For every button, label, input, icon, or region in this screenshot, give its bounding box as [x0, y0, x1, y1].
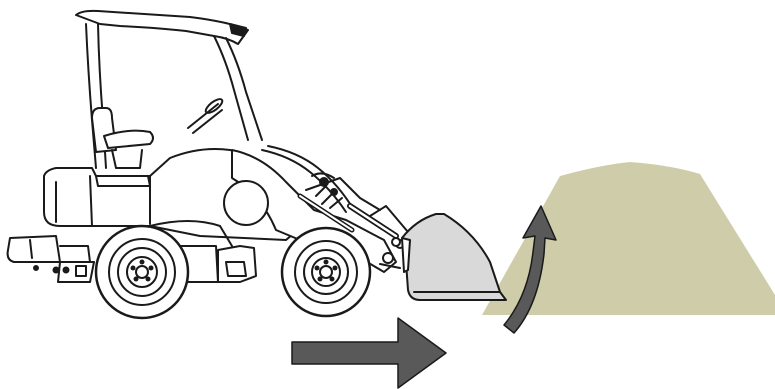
operator-seat [91, 107, 154, 169]
curved-arrow-up-icon [503, 205, 557, 334]
arrow-right-icon [291, 317, 447, 389]
hydraulic-linkage [261, 145, 409, 269]
wheel-loader [6, 9, 507, 320]
material-pile [482, 162, 775, 315]
loader-bucket [401, 213, 507, 301]
rear-wheel [94, 224, 190, 320]
front-wheel [280, 226, 372, 318]
rear-counterweight [6, 235, 95, 283]
rops-canopy [75, 9, 263, 169]
body-porthole [223, 180, 269, 226]
steering-wheel [187, 98, 224, 134]
